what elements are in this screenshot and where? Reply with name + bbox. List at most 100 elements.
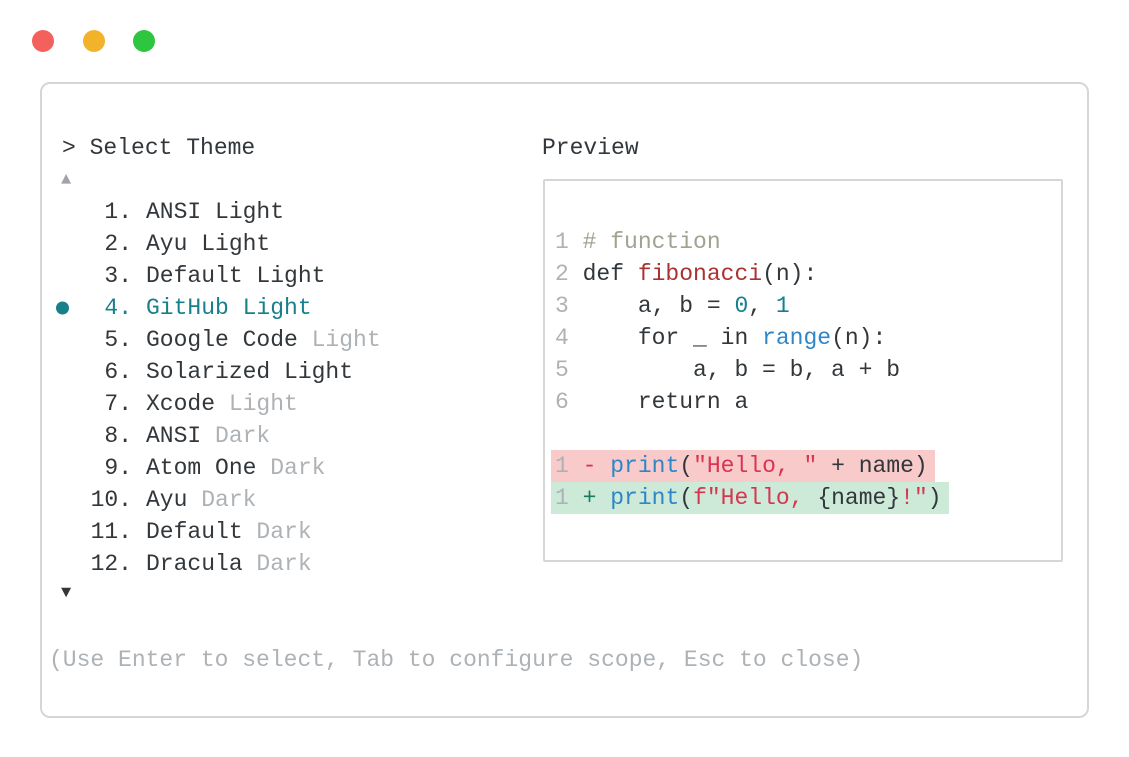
zoom-button[interactable]	[133, 30, 156, 52]
theme-number: 4.	[104, 295, 132, 321]
theme-name: GitHub Light	[146, 295, 312, 321]
theme-name-muted: Dark	[201, 423, 271, 449]
code-line: 1 # function	[555, 226, 1061, 258]
theme-name: Solarized Light	[146, 359, 354, 385]
theme-name: Ayu Light	[146, 231, 271, 257]
code-line: 2 def fibonacci(n):	[555, 258, 1061, 290]
scroll-up-icon[interactable]: ▲	[61, 171, 72, 190]
code-token: (n):	[831, 325, 887, 351]
theme-name: ANSI Light	[146, 199, 285, 225]
code-token: 0	[734, 293, 749, 319]
code-token: a, b =	[568, 293, 735, 319]
theme-number: 2.	[104, 231, 132, 257]
code-token: 1	[555, 453, 569, 479]
code-token: 1	[775, 293, 790, 319]
theme-option[interactable]: 10. Ayu Dark	[56, 484, 381, 516]
code-token: -	[582, 453, 597, 479]
bullet-slot	[56, 548, 90, 580]
code-token: !"	[900, 485, 928, 511]
code-token: {name}	[817, 485, 901, 511]
theme-name: Xcode	[146, 391, 216, 417]
theme-option[interactable]: 4. GitHub Light	[56, 292, 381, 324]
bullet-slot	[56, 516, 90, 548]
theme-number: 6.	[104, 359, 132, 385]
theme-name: Dracula	[146, 551, 243, 577]
code-token	[596, 453, 610, 479]
theme-option[interactable]: 7. Xcode Light	[56, 388, 381, 420]
code-token: print	[610, 453, 680, 479]
bullet-slot	[56, 260, 90, 292]
code-token: fibonacci	[637, 261, 763, 287]
code-token: a, b = b, a + b	[568, 357, 901, 383]
code-token: return a	[568, 389, 749, 415]
theme-option[interactable]: 8. ANSI Dark	[56, 420, 381, 452]
bullet-slot	[56, 388, 90, 420]
theme-number: 7.	[104, 391, 132, 417]
code-line: 6 return a	[555, 386, 1061, 418]
theme-name: Default	[146, 519, 243, 545]
theme-name: Ayu	[146, 487, 188, 513]
diff-removed-line: 1 - print("Hello, " + name)	[551, 450, 935, 482]
theme-number: 5.	[104, 327, 132, 353]
theme-option[interactable]: 2. Ayu Light	[56, 228, 381, 260]
code-token: 3	[555, 293, 569, 319]
theme-name: Default Light	[146, 263, 326, 289]
code-token: )	[927, 485, 942, 511]
code-token: 6	[555, 389, 569, 415]
theme-number: 11.	[90, 519, 132, 545]
theme-option[interactable]: 5.Google Code Light	[56, 324, 381, 356]
theme-name-muted: Dark	[242, 519, 312, 545]
theme-name-muted: Dark	[187, 487, 257, 513]
code-token: (	[679, 453, 694, 479]
code-token: 1	[555, 229, 569, 255]
bullet-slot	[56, 484, 90, 516]
theme-name: Atom One	[146, 455, 257, 481]
theme-option[interactable]: 11. Default Dark	[56, 516, 381, 548]
code-line: 5 a, b = b, a + b	[555, 354, 1061, 386]
code-token: range	[762, 325, 832, 351]
theme-number: 8.	[104, 423, 132, 449]
bullet-slot	[56, 196, 90, 228]
window-controls	[32, 30, 174, 52]
bullet-slot	[56, 228, 90, 260]
selected-bullet-icon	[56, 301, 69, 315]
theme-option[interactable]: 3. Default Light	[56, 260, 381, 292]
code-token: ,	[748, 293, 776, 319]
theme-option[interactable]: 12.Dracula Dark	[56, 548, 381, 580]
code-token: (	[679, 485, 694, 511]
theme-picker-dialog: > Select Theme Preview ▲ 1. ANSI Light 2. A…	[40, 82, 1089, 718]
theme-name: ANSI	[146, 423, 202, 449]
footer-hint: (Use Enter to select, Tab to configure s…	[49, 647, 864, 673]
code-token: + name)	[817, 453, 928, 479]
theme-option[interactable]: 1. ANSI Light	[56, 196, 381, 228]
code-token: 4	[555, 325, 569, 351]
theme-name-muted: Light	[215, 391, 298, 417]
code-token: +	[582, 485, 597, 511]
code-token: def	[568, 261, 638, 287]
bullet-slot	[56, 324, 90, 356]
code-line	[555, 418, 1061, 450]
close-button[interactable]	[32, 30, 54, 52]
minimize-button[interactable]	[82, 30, 105, 52]
theme-number: 12.	[90, 551, 132, 577]
code-token: 2	[555, 261, 569, 287]
theme-number: 3.	[104, 263, 132, 289]
code-token: "Hello, "	[693, 453, 818, 479]
theme-name-muted: Dark	[256, 455, 326, 481]
theme-number: 9.	[104, 455, 132, 481]
preview-label: Preview	[542, 135, 639, 161]
dialog-title: > Select Theme	[62, 135, 256, 161]
theme-name-muted: Light	[297, 327, 381, 353]
theme-number: 1.	[104, 199, 132, 225]
bullet-slot	[56, 420, 90, 452]
code-token: (n):	[762, 261, 818, 287]
code-token: # function	[582, 229, 721, 255]
code-token	[596, 485, 610, 511]
theme-option[interactable]: 6. Solarized Light	[56, 356, 381, 388]
theme-number: 10.	[90, 487, 132, 513]
theme-option[interactable]: 9. Atom One Dark	[56, 452, 381, 484]
scroll-down-icon[interactable]: ▼	[61, 584, 72, 603]
